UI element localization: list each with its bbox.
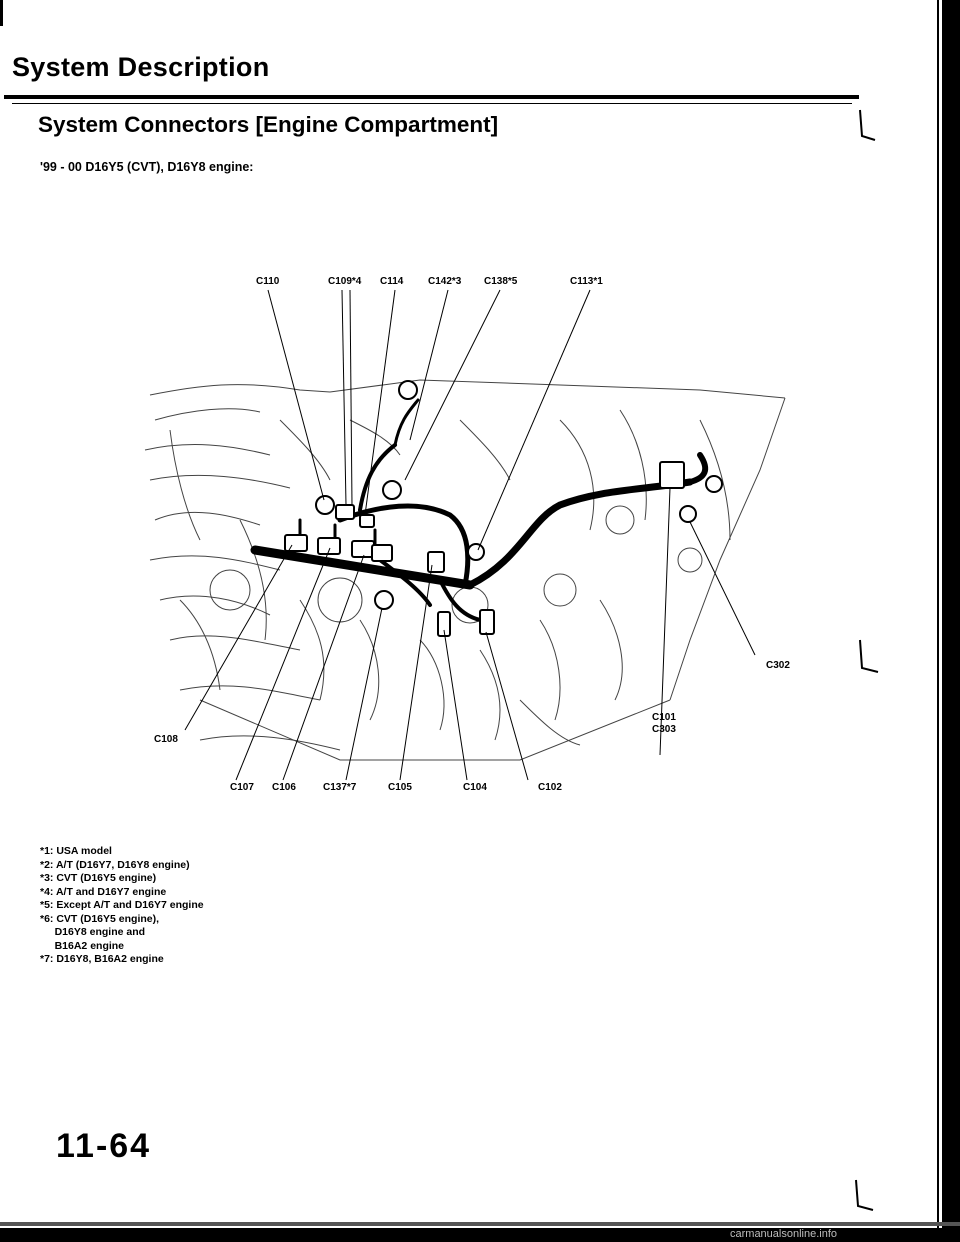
margin-ticks: [855, 109, 879, 1211]
connector-label-c102: C102: [538, 782, 562, 793]
connector-label-c302: C302: [766, 660, 790, 671]
section-title: System Description: [12, 52, 270, 82]
connectors: [284, 380, 723, 637]
footnote: *3: CVT (D16Y5 engine): [40, 872, 157, 884]
connector-label-c114: C114: [380, 276, 404, 287]
connector-label-c137: C137*7: [323, 782, 357, 793]
footnote: *1: USA model: [40, 845, 112, 857]
connector-label-c101: C101: [652, 712, 676, 723]
connector-label-c109: C109*4: [328, 276, 362, 287]
connector-label-c105: C105: [388, 782, 412, 793]
title-rule-thin: [12, 103, 852, 104]
footnotes: *1: USA model *2: A/T (D16Y7, D16Y8 engi…: [40, 845, 204, 967]
connector-label-c104: C104: [463, 782, 487, 793]
leader-lines: [184, 289, 756, 781]
footnote: D16Y8 engine and: [40, 926, 146, 938]
bottom-edge: [0, 1228, 960, 1242]
connector-label-c138: C138*5: [484, 276, 518, 287]
page-number: 11-64: [56, 1127, 152, 1165]
footnote: *6: CVT (D16Y5 engine),: [40, 912, 160, 925]
footnote: *5: Except A/T and D16Y7 engine: [40, 899, 204, 911]
scan-edge-mark: [0, 0, 3, 26]
watermark: carmanualsonline.info: [730, 1228, 838, 1240]
connector-label-c106: C106: [272, 782, 296, 793]
footnote: B16A2 engine: [40, 939, 125, 952]
binding-edge-line: [937, 0, 939, 1242]
bottom-edge-shadow: [0, 1222, 960, 1226]
connector-label-c110: C110: [256, 276, 280, 287]
footnote: *2: A/T (D16Y7, D16Y8 engine): [40, 858, 190, 871]
connector-label-c303: C303: [652, 724, 676, 735]
subtitle: System Connectors [Engine Compartment]: [38, 112, 499, 137]
connector-label-c142: C142*3: [428, 276, 462, 287]
engine-variant-note: '99 - 00 D16Y5 (CVT), D16Y8 engine:: [40, 160, 254, 174]
footnote: *7: D16Y8, B16A2 engine: [40, 953, 164, 965]
binding-edge: [942, 0, 960, 1242]
connector-label-c113: C113*1: [570, 276, 603, 287]
footnote: *4: A/T and D16Y7 engine: [40, 885, 167, 898]
connector-label-c108: C108: [154, 734, 178, 745]
title-rule: [4, 95, 859, 99]
connector-label-c107: C107: [230, 782, 254, 793]
